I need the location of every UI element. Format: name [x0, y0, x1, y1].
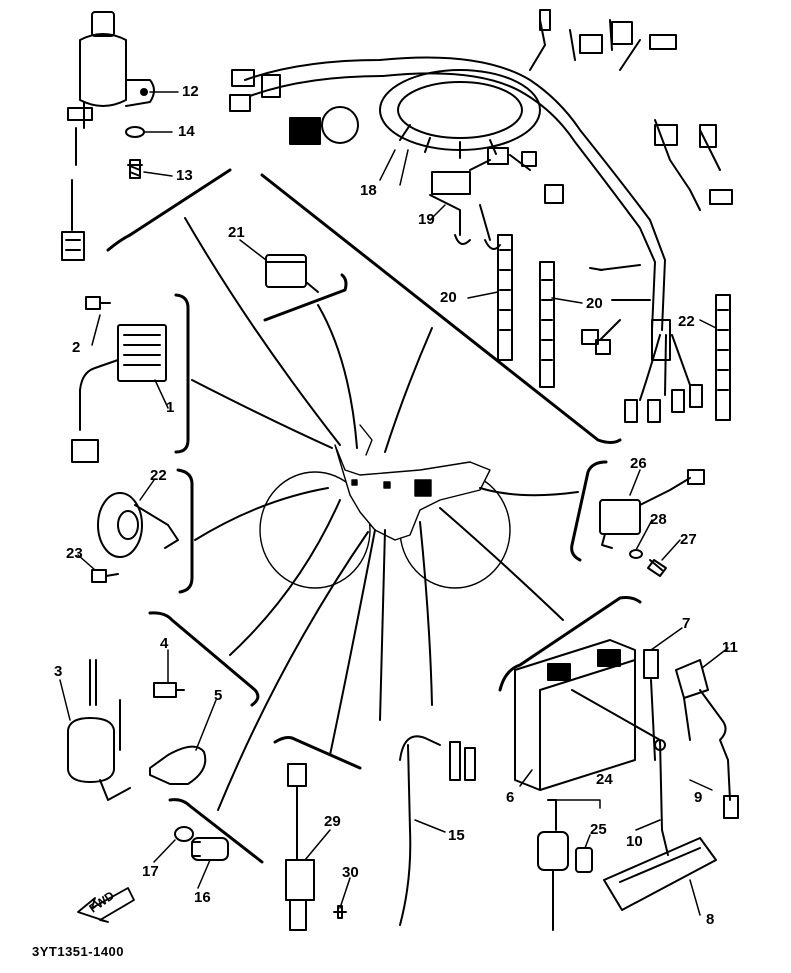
callout-16: 16 — [194, 889, 211, 906]
callout-11: 11 — [722, 639, 738, 656]
callout-5: 5 — [214, 687, 223, 704]
plug-cap-part-5 — [149, 745, 207, 785]
callout-2: 2 — [72, 339, 81, 356]
bolt-part-24 — [91, 569, 119, 583]
callout-29: 28 — [650, 511, 667, 528]
lead-wire-part-15 — [399, 735, 476, 926]
pointer-lines — [184, 217, 579, 811]
callout-20-b: 20 — [586, 295, 603, 312]
callout-21: 22 — [678, 313, 695, 330]
callout-31: 30 — [342, 864, 359, 881]
horn-part-23 — [97, 492, 179, 558]
cable-band-part-20a — [497, 234, 513, 361]
cable-band-part-20b — [539, 261, 555, 388]
callout-9: 9 — [694, 789, 703, 806]
washer-part-14 — [125, 126, 145, 138]
callout-27: 26 — [630, 455, 647, 472]
switch-part-16 — [191, 837, 229, 861]
callout-24: 23 — [66, 545, 83, 562]
cable-band-part-21 — [715, 294, 731, 421]
fwd-arrow-icon — [77, 887, 135, 923]
callout-15: 15 — [448, 827, 465, 844]
callout-17: 17 — [142, 863, 159, 880]
battery-part-6 — [514, 639, 636, 791]
callout-1: 1 — [166, 399, 175, 416]
callout-6: 6 — [506, 789, 515, 806]
callout-26: 25 — [590, 821, 607, 838]
callout-10: 10 — [626, 833, 643, 850]
bolt-part-13 — [127, 159, 143, 179]
callout-4: 4 — [160, 635, 169, 652]
callout-25: 24 — [596, 771, 613, 788]
callout-leaders — [59, 91, 729, 916]
screw-part-2 — [85, 296, 111, 310]
callout-22: 21 — [228, 224, 245, 241]
callout-12: 12 — [182, 83, 199, 100]
wire-harness-part — [229, 9, 733, 423]
battery-lead-part-9 — [699, 689, 739, 819]
reference-code: 3YT1351-1400 — [32, 944, 125, 959]
callout-7: 7 — [682, 615, 691, 632]
fuse-cover-part-11 — [675, 659, 709, 741]
callout-19: 19 — [418, 211, 435, 228]
frame-outline — [259, 424, 511, 589]
callout-3: 3 — [54, 663, 63, 680]
callout-14: 14 — [178, 123, 195, 140]
ignition-coil-part-3 — [67, 659, 131, 801]
callout-13: 13 — [176, 167, 193, 184]
main-switch-part — [61, 11, 155, 261]
group-brackets — [106, 168, 642, 864]
bolt-part-4 — [153, 682, 185, 698]
callout-18: 18 — [360, 182, 377, 199]
callout-20-a: 20 — [440, 289, 457, 306]
callout-28: 27 — [680, 531, 697, 548]
battery-band-part-8 — [603, 837, 717, 911]
flasher-relay-part-27 — [599, 469, 705, 549]
rectifier-part-1 — [71, 324, 167, 463]
callout-23: 22 — [150, 467, 167, 484]
fuse-part-26 — [575, 847, 593, 873]
sensor-part-30 — [285, 763, 315, 931]
relay-part-22 — [265, 254, 319, 293]
fuse-holder-part-25 — [537, 799, 569, 931]
bolt-part-28 — [647, 559, 667, 577]
washer-part-17 — [174, 826, 194, 842]
callout-30: 29 — [324, 813, 341, 830]
washer-part-29 — [629, 549, 643, 559]
callout-8: 8 — [706, 911, 715, 928]
battery-cable-part-10 — [571, 689, 669, 856]
